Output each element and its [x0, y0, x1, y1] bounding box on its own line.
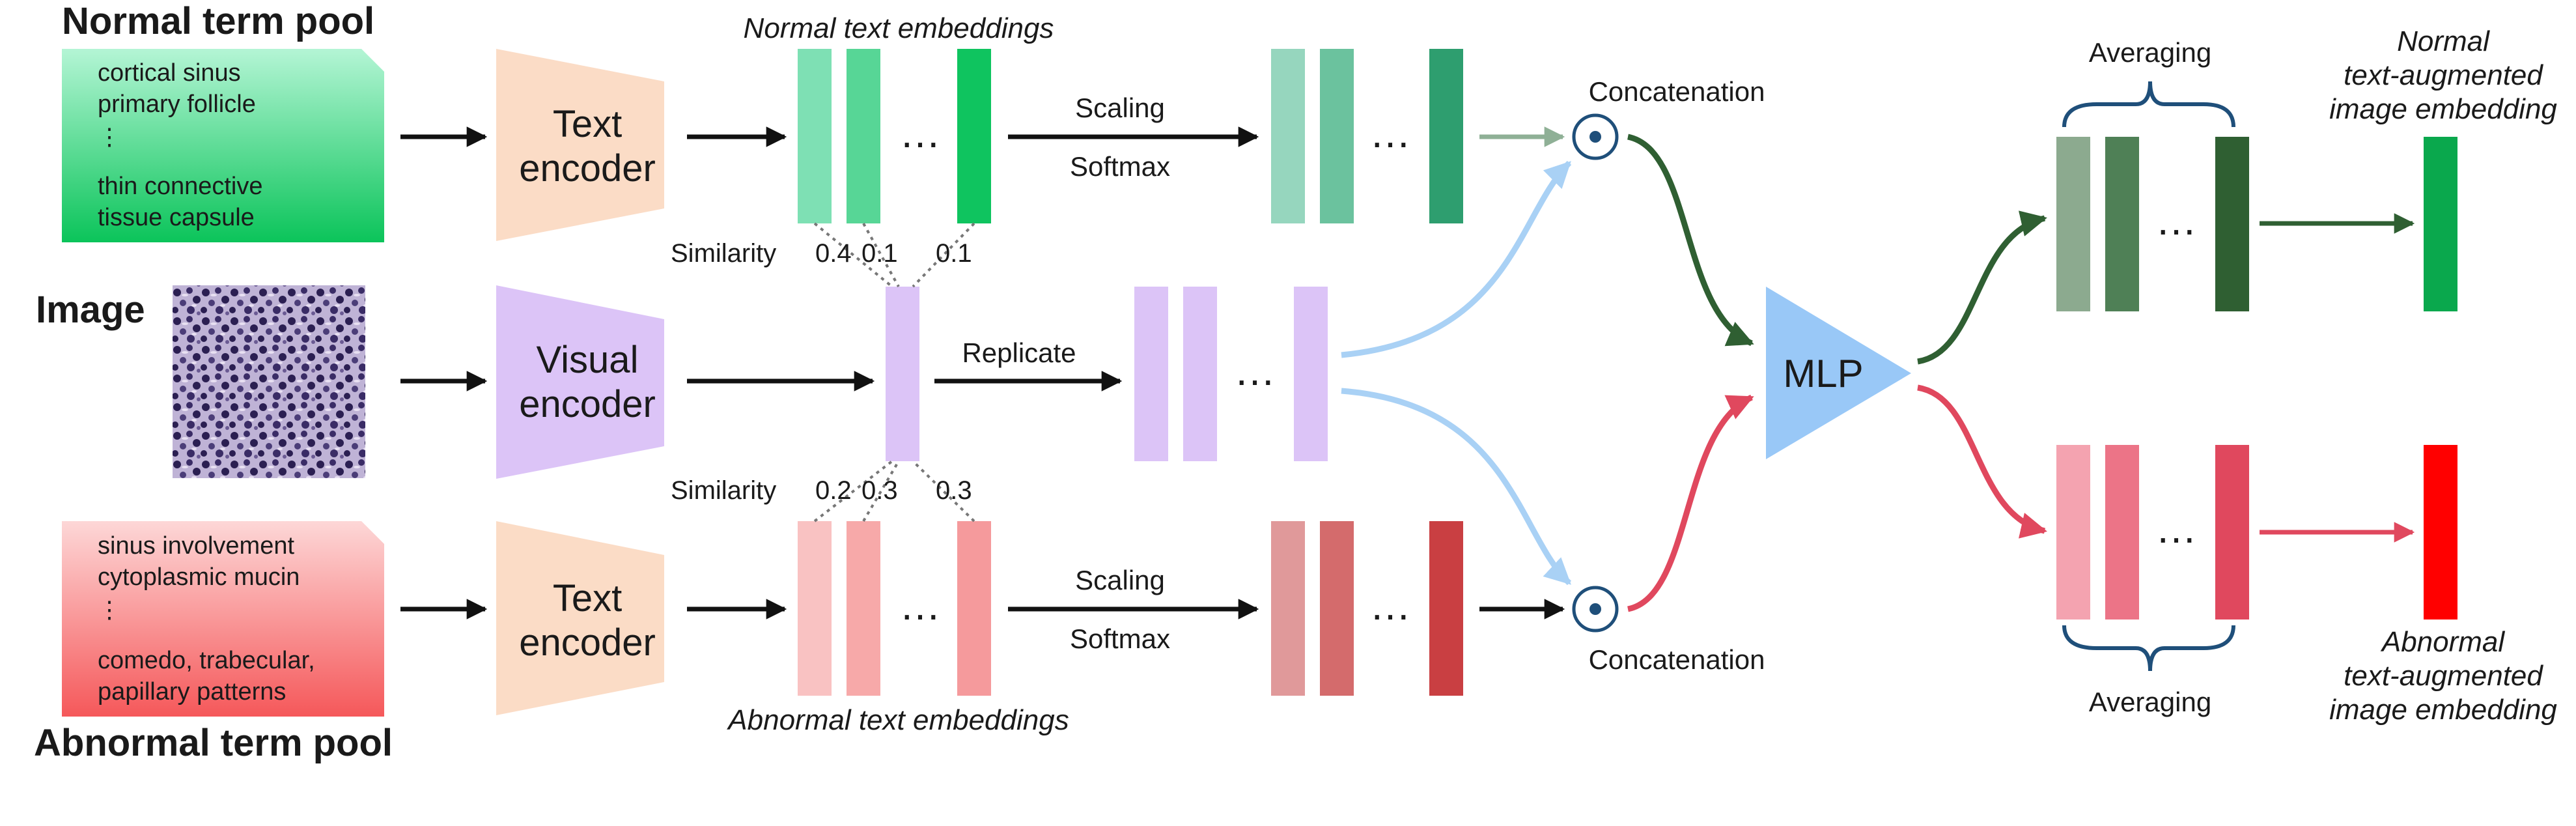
normal-term-item: thin connective	[98, 173, 263, 200]
concatenation-bottom-node	[1572, 586, 1619, 633]
ellipsis: …	[899, 582, 941, 629]
concat-to-mlp-arrow	[1627, 394, 1754, 612]
normal-text-embedding	[957, 49, 991, 223]
abnormal-softmax-weight	[1320, 521, 1354, 696]
similarity-value: 0.2	[815, 476, 852, 505]
text-encoder-top	[496, 49, 664, 241]
visual-to-concat-top-arrow	[1341, 160, 1572, 358]
normal-pool-title: Normal term pool	[62, 0, 374, 42]
similarity-label-bottom: Similarity	[671, 476, 776, 505]
concatenation-top-node	[1572, 113, 1619, 160]
averaging-brace-bottom	[2062, 625, 2235, 672]
normal-term-item: ⋮	[98, 123, 121, 150]
visual-encoder-label: Visual	[537, 339, 639, 381]
mlp-to-abnormal-arrow	[1917, 384, 2047, 539]
averaging-label-top: Averaging	[2089, 37, 2211, 68]
normal-augmented-embedding	[2056, 137, 2090, 311]
concat-to-mlp-arrow	[1627, 134, 1754, 347]
abnormal-term-item: cytoplasmic mucin	[98, 563, 300, 591]
similarity-value: 0.3	[861, 476, 898, 505]
abnormal-text-embedding	[847, 521, 880, 696]
normal-term-item: cortical sinus	[98, 59, 241, 87]
abnormal-term-item: sinus involvement	[98, 532, 294, 560]
concatenation-label-top: Concatenation	[1589, 76, 1765, 107]
averaging-brace-top	[2062, 81, 2235, 128]
text-encoder-top-label: Text	[553, 103, 622, 145]
visual-encoder	[496, 285, 664, 479]
visual-embedding	[886, 287, 919, 461]
similarity-value: 0.1	[936, 239, 972, 268]
image-label: Image	[36, 289, 145, 331]
similarity-links	[813, 222, 975, 522]
normal-term-pool-box	[62, 49, 384, 242]
text-encoder-top-label: encoder	[519, 147, 656, 190]
similarity-value: 0.3	[936, 476, 972, 505]
concatenation-label-bottom: Concatenation	[1589, 644, 1765, 675]
abnormal-softmax-weight	[1429, 521, 1463, 696]
abnormal-output-embedding	[2424, 445, 2457, 620]
abnormal-embeddings-caption: Abnormal text embeddings	[726, 704, 1069, 736]
mlp-label: MLP	[1783, 352, 1863, 395]
normal-softmax-weight	[1271, 49, 1305, 223]
ellipsis: …	[1369, 109, 1411, 156]
replicated-visual-embedding	[1183, 287, 1217, 461]
scaling-label: Scaling	[1075, 565, 1165, 595]
abnormal-augmented-embedding	[2105, 445, 2139, 620]
replicate-label: Replicate	[962, 337, 1076, 368]
replicated-visual-embedding	[1134, 287, 1168, 461]
ellipsis: …	[2155, 197, 2197, 244]
normal-augmented-embedding	[2215, 137, 2249, 311]
similarity-label-top: Similarity	[671, 239, 776, 268]
abnormal-text-embedding	[798, 521, 832, 696]
abnormal-output-caption: text-augmented	[2344, 660, 2543, 692]
similarity-value: 0.4	[815, 239, 852, 268]
averaging-label-bottom: Averaging	[2089, 687, 2211, 717]
normal-term-item: primary follicle	[98, 91, 256, 118]
abnormal-text-embedding	[957, 521, 991, 696]
normal-softmax-weight	[1429, 49, 1463, 223]
text-encoder-bottom	[496, 521, 664, 715]
visual-encoder-label: encoder	[519, 383, 656, 425]
ellipsis: …	[1234, 347, 1276, 394]
visual-to-concat-bottom-arrow	[1341, 388, 1572, 586]
similarity-value: 0.1	[861, 239, 898, 268]
normal-augmented-embedding	[2105, 137, 2139, 311]
ellipsis: …	[899, 109, 941, 156]
normal-output-caption: text-augmented	[2344, 59, 2543, 91]
histology-image	[173, 285, 365, 478]
abnormal-augmented-embedding	[2215, 445, 2249, 620]
replicated-visual-embedding	[1294, 287, 1328, 461]
normal-output-caption: image embedding	[2329, 93, 2557, 125]
abnormal-output-caption: Abnormal	[2380, 626, 2506, 658]
softmax-label: Softmax	[1070, 151, 1170, 182]
normal-text-embedding	[798, 49, 832, 223]
mlp-block	[1766, 287, 1911, 459]
abnormal-term-item: ⋮	[98, 596, 121, 623]
normal-embeddings-caption: Normal text embeddings	[744, 12, 1054, 44]
abnormal-term-item: papillary patterns	[98, 678, 286, 705]
text-encoder-bottom-label: Text	[553, 577, 622, 620]
mlp-to-normal-arrow	[1917, 210, 2047, 365]
softmax-label: Softmax	[1070, 623, 1170, 654]
abnormal-pool-title: Abnormal term pool	[34, 722, 393, 764]
normal-output-caption: Normal	[2397, 25, 2490, 57]
normal-output-embedding	[2424, 137, 2457, 311]
text-encoder-bottom-label: encoder	[519, 621, 656, 664]
ellipsis: …	[1369, 582, 1411, 629]
abnormal-softmax-weight	[1271, 521, 1305, 696]
abnormal-augmented-embedding	[2056, 445, 2090, 620]
scaling-label: Scaling	[1075, 93, 1165, 123]
normal-term-item: tissue capsule	[98, 204, 255, 231]
abnormal-term-pool-box	[62, 521, 384, 717]
normal-softmax-weight	[1320, 49, 1354, 223]
ellipsis: …	[2155, 505, 2197, 552]
normal-text-embedding	[847, 49, 880, 223]
abnormal-output-caption: image embedding	[2329, 694, 2557, 726]
abnormal-term-item: comedo, trabecular,	[98, 647, 315, 674]
